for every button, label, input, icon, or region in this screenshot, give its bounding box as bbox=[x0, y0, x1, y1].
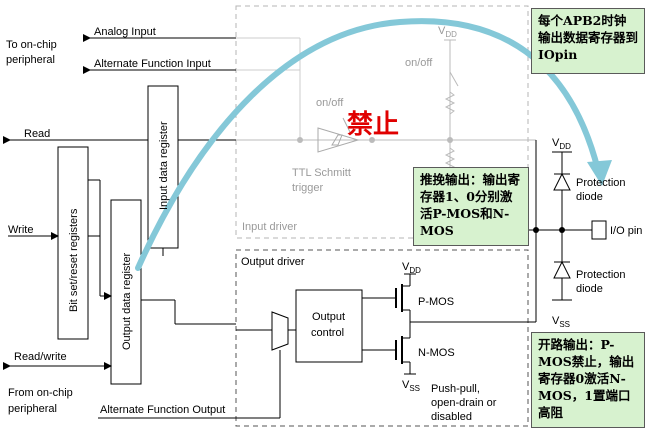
nmos-label: N-MOS bbox=[418, 347, 455, 359]
vdd-prot-label: VDD bbox=[552, 137, 571, 151]
input-driver-box bbox=[235, 5, 529, 239]
apb2-arrow-head bbox=[587, 160, 612, 186]
output-control-box bbox=[295, 289, 363, 363]
pmos-label: P-MOS bbox=[418, 296, 454, 308]
to-onchip-label: To on-chip bbox=[6, 39, 57, 51]
peripheral-top-label: peripheral bbox=[6, 54, 55, 66]
push-pull-label-1: Push-pull, bbox=[431, 383, 480, 395]
apb2-flow-arrow bbox=[135, 18, 601, 271]
alt-func-input-label: Alternate Function Input bbox=[94, 58, 211, 70]
protection-diode-2-label: Protection bbox=[576, 269, 626, 281]
input-driver-label: Input driver bbox=[242, 221, 297, 233]
open-drain-note: 开路输出：P-MOS禁止，输出寄存器0激活N-MOS，1置端口高阻 bbox=[531, 332, 645, 428]
alt-func-output-label: Alternate Function Output bbox=[100, 404, 225, 416]
protection-diode-1-label-b: diode bbox=[576, 191, 603, 203]
protection-diode-top bbox=[553, 172, 571, 191]
ttl-schmitt-label: TTL Schmitt bbox=[292, 167, 351, 179]
on-off-label-1: on/off bbox=[405, 57, 433, 69]
output-data-register-label: Output data register bbox=[121, 252, 133, 350]
forbidden-annotation: 禁止 bbox=[347, 110, 400, 140]
output-mux bbox=[271, 311, 289, 351]
protection-diode-1-label: Protection bbox=[576, 177, 626, 189]
vdd-top-label: VDD bbox=[438, 25, 457, 39]
trigger-label: trigger bbox=[292, 182, 324, 194]
input-data-register-label: Input data register bbox=[158, 121, 170, 210]
output-control-label-1: Output bbox=[312, 311, 345, 323]
bit-set-reset-box bbox=[57, 146, 89, 340]
output-driver-box bbox=[235, 249, 529, 427]
output-driver-label: Output driver bbox=[241, 256, 305, 268]
vdd-driver-label: VDD bbox=[402, 261, 421, 275]
peripheral-bottom-label: peripheral bbox=[8, 403, 57, 415]
output-data-register-box bbox=[110, 199, 142, 385]
protection-diode-2-label-b: diode bbox=[576, 283, 603, 295]
io-pin-box bbox=[591, 220, 607, 240]
from-onchip-label: From on-chip bbox=[8, 387, 73, 399]
protection-diode-bottom bbox=[553, 260, 571, 279]
read-label: Read bbox=[24, 128, 50, 140]
bit-set-reset-label: Bit set/reset registers bbox=[68, 208, 80, 312]
push-pull-label-2: open-drain or bbox=[431, 397, 497, 409]
read-write-label: Read/write bbox=[14, 351, 67, 363]
apb2-note: 每个APB2时钟输出数据寄存器到IOpin bbox=[531, 8, 645, 74]
push-pull-note: 推挽输出：输出寄存器1、0分别激活P-MOS和N-MOS bbox=[413, 167, 529, 246]
vss-prot-label: VSS bbox=[552, 315, 570, 329]
push-pull-label-3: disabled bbox=[431, 411, 472, 423]
on-off-label-2: on/off bbox=[316, 97, 344, 109]
io-pin-label: I/O pin bbox=[610, 225, 642, 237]
vss-driver-label: VSS bbox=[402, 379, 420, 393]
write-label: Write bbox=[8, 224, 33, 236]
output-control-label-2: control bbox=[311, 327, 344, 339]
analog-input-label: Analog Input bbox=[94, 26, 156, 38]
